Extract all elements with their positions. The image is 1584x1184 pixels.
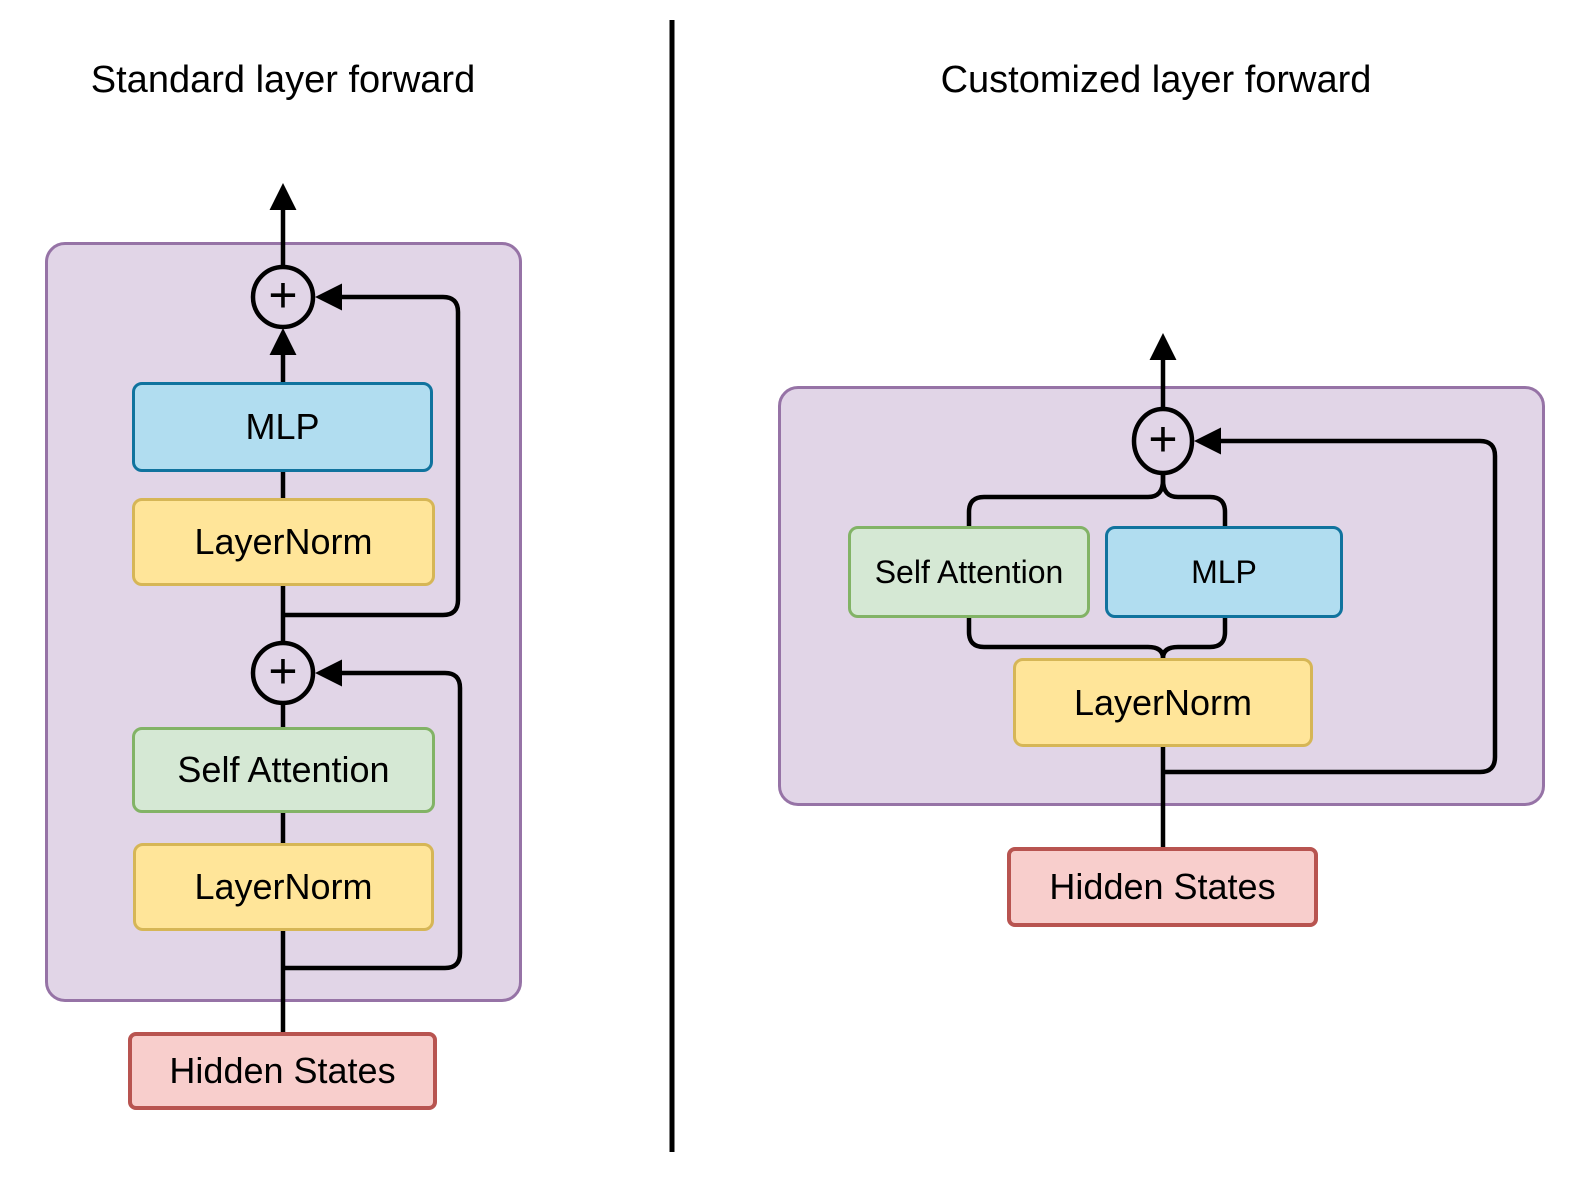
- right-fork-left-branch: [966, 474, 1166, 526]
- right-merge-right-branch: [1160, 618, 1228, 659]
- left-self-attention-block: Self Attention: [132, 727, 435, 813]
- left-panel-title: Standard layer forward: [90, 59, 476, 101]
- right-merge-left-branch: [966, 618, 1166, 659]
- left-bottom-plus-symbol: +: [268, 643, 298, 699]
- right-skip-connection: [1163, 427, 1498, 775]
- right-residual-add-circle: [1131, 406, 1195, 476]
- right-layernorm-block: LayerNorm: [1013, 658, 1313, 747]
- left-top-residual-add-circle: [250, 264, 316, 330]
- left-layernorm-top-block: LayerNorm: [132, 498, 435, 586]
- left-layernorm-bottom-block: LayerNorm: [133, 843, 434, 931]
- right-self-attention-block: Self Attention: [848, 526, 1090, 618]
- right-hidden-states-block: Hidden States: [1007, 847, 1318, 927]
- right-plus-symbol: +: [1148, 411, 1178, 467]
- right-mlp-block: MLP: [1105, 526, 1343, 618]
- left-hidden-states-block: Hidden States: [128, 1032, 437, 1110]
- left-top-plus-symbol: +: [268, 267, 298, 323]
- left-lower-skip-connection: [283, 659, 463, 971]
- left-bottom-residual-add-circle: [250, 640, 316, 706]
- right-fork-right-branch: [1160, 474, 1228, 526]
- right-panel-title: Customized layer forward: [940, 59, 1372, 101]
- left-mlp-block: MLP: [132, 382, 433, 472]
- left-upper-skip-connection: [283, 283, 461, 618]
